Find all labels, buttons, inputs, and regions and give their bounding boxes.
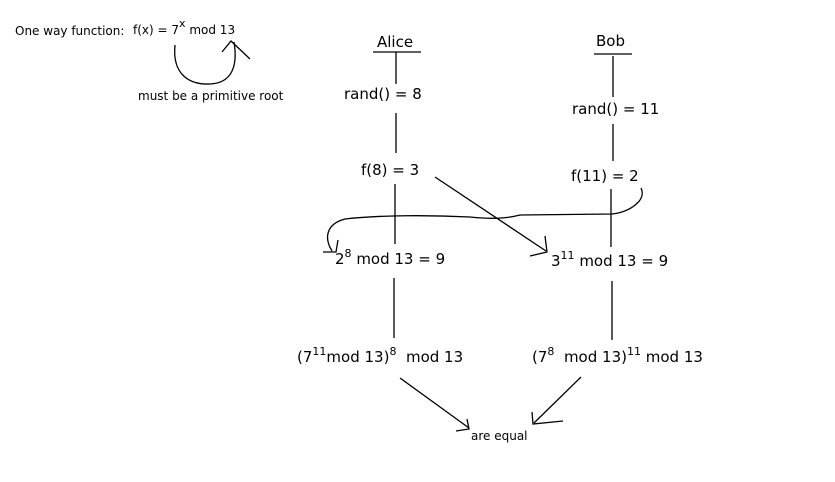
formula-suffix: mod 13 (185, 23, 236, 37)
alice-final-arrowhead (455, 418, 470, 432)
bob-final-open: (7 (532, 348, 548, 366)
bob-final-expression: (78 mod 13)11 mod 13 (532, 346, 703, 366)
bob-shared-exponent: 11 (560, 249, 575, 262)
bob-final-exponent-1: 8 (547, 345, 555, 358)
alice-to-bob-arrow (434, 176, 547, 252)
alice-shared-rest: mod 13 = 9 (351, 250, 446, 268)
bob-shared-rest: mod 13 = 9 (574, 252, 669, 270)
conclusion-label: are equal (471, 429, 528, 443)
bob-to-alice-arrowhead (323, 239, 339, 253)
alice-final-open: (7 (297, 348, 313, 366)
primitive-root-arrowhead (221, 40, 251, 60)
alice-shared-base: 2 (335, 250, 345, 268)
bob-final-end: mod 13 (640, 348, 703, 366)
alice-to-bob-arrowhead (529, 235, 548, 257)
alice-final-exponent-2: 8 (389, 345, 397, 358)
formula-prefix: f(x) = 7 (133, 23, 180, 37)
bob-rand: rand() = 11 (572, 100, 660, 118)
bob-f-value: f(11) = 2 (571, 167, 639, 185)
one-way-formula: f(x) = 7x mod 13 (133, 18, 236, 37)
bob-shared-base: 3 (551, 252, 561, 270)
alice-final-end: mod 13 (396, 348, 464, 366)
one-way-label: One way function: (15, 24, 125, 38)
bob-final-arrow (533, 376, 582, 424)
alice-final-arrow (399, 377, 470, 429)
formula-exponent: x (179, 17, 186, 30)
alice-final-expression: (711mod 13)8 mod 13 (297, 346, 464, 366)
bob-shared-secret: 311 mod 13 = 9 (551, 250, 669, 270)
alice-final-mid: mod 13) (326, 348, 390, 366)
bob-name: Bob (596, 32, 625, 50)
primitive-root-note: must be a primitive root (138, 89, 284, 103)
bob-final-mid: mod 13) (554, 348, 627, 366)
alice-shared-secret: 28 mod 13 = 9 (335, 248, 446, 268)
bob-to-alice-arrow (326, 187, 643, 252)
alice-f-value: f(8) = 3 (361, 161, 420, 179)
alice-shared-exponent: 8 (344, 247, 352, 260)
alice-rand: rand() = 8 (344, 85, 422, 103)
primitive-root-arrow (174, 41, 236, 85)
alice-name: Alice (377, 33, 414, 51)
alice-final-exponent-1: 11 (312, 345, 327, 358)
bob-final-arrowhead (531, 411, 564, 425)
bob-final-exponent-2: 11 (626, 345, 641, 358)
